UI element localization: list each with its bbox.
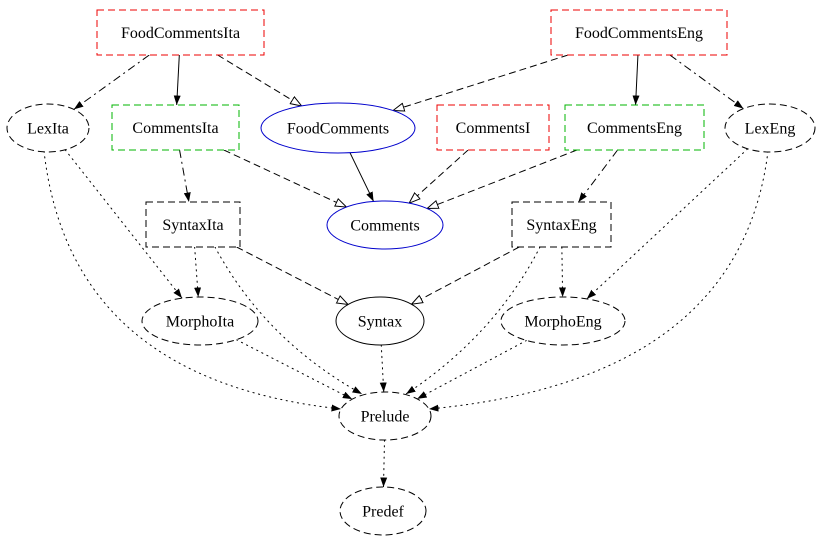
node-label: Comments <box>350 218 419 235</box>
node-label: Predef <box>362 504 404 521</box>
node-box <box>564 104 705 151</box>
node-label: CommentsI <box>456 120 531 137</box>
edge-MorphoEng-to-Prelude <box>416 339 528 400</box>
node-box <box>111 104 240 151</box>
node-CommentsI: CommentsI <box>436 104 550 151</box>
edge-FoodCommentsIta-to-FoodComments <box>217 54 303 107</box>
node-CommentsEng: CommentsEng <box>564 104 705 151</box>
node-LexIta: LexIta <box>6 103 90 153</box>
edge-Prelude-to-Predef <box>380 439 388 488</box>
edge-SyntaxIta-to-Prelude <box>214 246 363 395</box>
node-FoodCommentsIta: FoodCommentsIta <box>96 9 265 56</box>
node-ellipse <box>338 391 432 441</box>
node-label: CommentsEng <box>587 120 682 137</box>
node-label: FoodCommentsEng <box>575 25 703 42</box>
edge-layer <box>43 54 769 488</box>
node-ellipse <box>326 200 444 250</box>
node-box <box>550 9 728 56</box>
node-ellipse <box>724 103 816 153</box>
node-label: SyntaxIta <box>162 217 223 234</box>
node-ellipse <box>335 296 425 346</box>
edge-SyntaxIta-to-MorphoIta <box>194 246 202 298</box>
edge-CommentsI-to-Comments <box>408 149 469 205</box>
node-ellipse <box>500 296 626 346</box>
edge-FoodCommentsIta-to-LexIta <box>73 54 150 110</box>
edge-CommentsIta-to-Comments <box>223 149 348 208</box>
node-Syntax: Syntax <box>335 296 425 346</box>
node-Predef: Predef <box>339 486 427 536</box>
edge-MorphoIta-to-Prelude <box>235 339 353 400</box>
node-CommentsIta: CommentsIta <box>111 104 240 151</box>
edge-FoodCommentsEng-to-CommentsEng <box>632 54 640 106</box>
node-Prelude: Prelude <box>338 391 432 441</box>
edge-FoodCommentsIta-to-CommentsIta <box>173 54 181 106</box>
node-label: FoodComments <box>287 121 389 138</box>
node-ellipse <box>6 103 90 153</box>
node-label: Prelude <box>361 409 410 426</box>
edge-CommentsIta-to-SyntaxIta <box>179 149 191 203</box>
edge-LexEng-to-Prelude <box>428 150 769 412</box>
node-ellipse <box>339 486 427 536</box>
node-SyntaxIta: SyntaxIta <box>145 201 241 248</box>
node-SyntaxEng: SyntaxEng <box>511 201 612 248</box>
edge-LexEng-to-MorphoEng <box>586 148 749 300</box>
node-MorphoEng: MorphoEng <box>500 296 626 346</box>
node-label: LexIta <box>27 121 69 138</box>
edge-LexIta-to-Prelude <box>43 150 342 412</box>
node-ellipse <box>260 102 416 154</box>
node-LexEng: LexEng <box>724 103 816 153</box>
node-label: CommentsIta <box>132 120 218 137</box>
node-label: LexEng <box>745 121 796 138</box>
node-box <box>96 9 265 56</box>
node-FoodComments: FoodComments <box>260 102 416 154</box>
node-box <box>511 201 612 248</box>
node-box <box>436 104 550 151</box>
edge-Syntax-to-Prelude <box>379 344 387 393</box>
edge-CommentsEng-to-Comments <box>425 149 578 210</box>
edge-SyntaxEng-to-Prelude <box>405 246 541 395</box>
node-label: FoodCommentsIta <box>121 25 240 42</box>
edge-SyntaxEng-to-MorphoEng <box>558 246 566 298</box>
node-label: Syntax <box>358 314 402 331</box>
edge-FoodComments-to-Comments <box>349 152 375 202</box>
node-label: MorphoEng <box>524 314 601 331</box>
node-MorphoIta: MorphoIta <box>141 296 259 346</box>
edge-CommentsEng-to-SyntaxEng <box>578 149 618 203</box>
node-Comments: Comments <box>326 200 444 250</box>
node-label: SyntaxEng <box>526 217 596 234</box>
node-box <box>145 201 241 248</box>
node-ellipse <box>141 296 259 346</box>
edge-SyntaxIta-to-Syntax <box>236 246 350 306</box>
edge-SyntaxEng-to-Syntax <box>410 246 520 305</box>
node-FoodCommentsEng: FoodCommentsEng <box>550 9 728 56</box>
edge-FoodCommentsEng-to-FoodComments <box>391 54 569 112</box>
edge-FoodCommentsEng-to-LexEng <box>669 54 744 110</box>
node-label: MorphoIta <box>166 314 234 331</box>
